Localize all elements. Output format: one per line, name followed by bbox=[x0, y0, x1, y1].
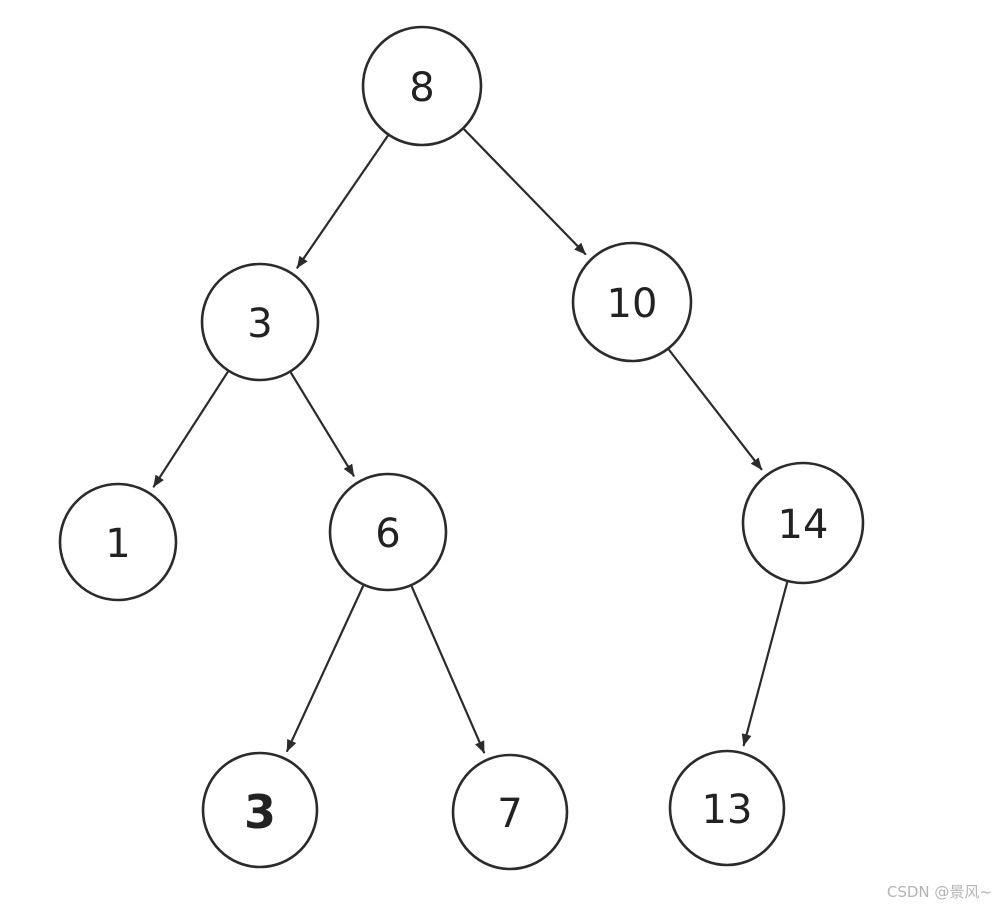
node-circle bbox=[201, 751, 319, 869]
node-label: 3 bbox=[244, 785, 276, 839]
edge-n14-n13 bbox=[741, 581, 789, 747]
node-label: 3 bbox=[247, 301, 272, 347]
edges-layer bbox=[152, 128, 789, 754]
node-circle bbox=[58, 482, 178, 602]
tree-node-n1: 1 bbox=[58, 482, 178, 602]
edge-n3-n6 bbox=[290, 372, 355, 477]
edge-n6-n3b bbox=[286, 585, 365, 753]
edge-n10-n14 bbox=[668, 349, 763, 471]
tree-node-n3b: 3 bbox=[201, 751, 319, 869]
node-label: 7 bbox=[497, 791, 522, 837]
tree-node-n14: 14 bbox=[741, 461, 865, 585]
tree-node-n6: 6 bbox=[328, 472, 448, 592]
edge-n3-n1 bbox=[152, 371, 229, 488]
tree-node-n10: 10 bbox=[571, 241, 693, 363]
tree-node-n13: 13 bbox=[668, 749, 786, 867]
tree-node-n7: 7 bbox=[451, 753, 569, 871]
node-circle bbox=[200, 262, 320, 382]
node-circle bbox=[328, 472, 448, 592]
node-label: 8 bbox=[409, 65, 434, 111]
tree-node-n3: 3 bbox=[200, 262, 320, 382]
node-circle bbox=[571, 241, 693, 363]
nodes-layer: 8 3 10 1 6 14 3 7 13 bbox=[58, 25, 865, 871]
node-circle bbox=[361, 25, 483, 147]
edge-n8-n3 bbox=[296, 135, 389, 269]
node-label: 13 bbox=[702, 787, 753, 833]
node-circle bbox=[451, 753, 569, 871]
node-circle bbox=[668, 749, 786, 867]
edge-n8-n10 bbox=[463, 128, 587, 256]
node-label: 6 bbox=[375, 511, 400, 557]
node-label: 10 bbox=[607, 281, 658, 327]
edge-n6-n7 bbox=[410, 585, 486, 754]
node-circle bbox=[741, 461, 865, 585]
node-label: 1 bbox=[105, 521, 130, 567]
tree-node-n8: 8 bbox=[361, 25, 483, 147]
watermark: CSDN @景风~ bbox=[886, 883, 992, 901]
node-label: 14 bbox=[778, 502, 829, 548]
